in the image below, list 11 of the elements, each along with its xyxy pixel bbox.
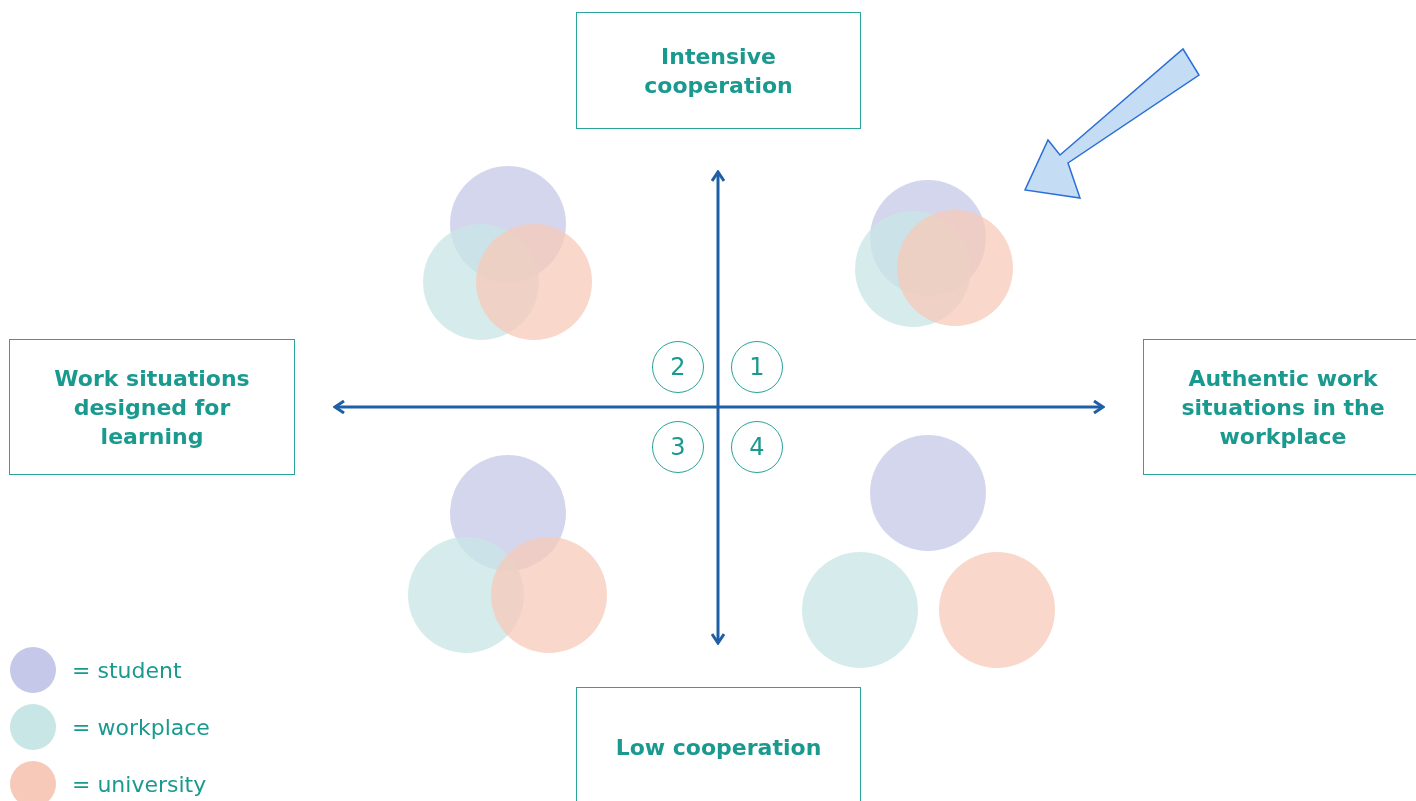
box-label: Intensive cooperation xyxy=(643,42,794,100)
label-box xyxy=(1143,339,1416,475)
label-box xyxy=(9,339,295,475)
box-label: Low cooperation xyxy=(615,733,822,762)
label-box xyxy=(576,12,861,129)
legend-label: = student xyxy=(72,657,182,683)
legend-label: = workplace xyxy=(72,714,210,740)
label-box xyxy=(576,687,861,801)
box-label: Work situations designed for learning xyxy=(53,364,251,451)
box-label: Authentic work situations in the workplace xyxy=(1180,364,1386,451)
legend-label: = university xyxy=(72,771,207,797)
